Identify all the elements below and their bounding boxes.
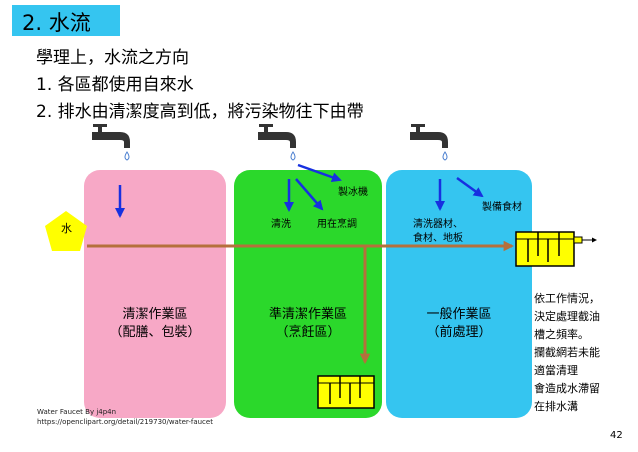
general-zone-sub: （前處理） [426, 325, 492, 340]
general-zone-name: 一般作業區 [426, 307, 492, 322]
clean-zone: 清潔作業區 （配膳、包裝） [84, 170, 226, 418]
grease-trap-icon [515, 231, 597, 267]
note-line: 依工作情況， [534, 292, 600, 305]
water-source-label: 水 [61, 222, 72, 235]
page-number: 42 [610, 430, 623, 441]
semi-clean-zone-sub: （烹飪區） [275, 325, 341, 340]
clean-zone-sub: （配膳、包裝） [109, 325, 201, 340]
water-drop-icon [124, 151, 130, 161]
water-drop-icon [442, 151, 448, 161]
note-line: 決定處理截油 [534, 310, 600, 323]
image-credit-line-2: https://openclipart.org/detail/219730/wa… [37, 418, 213, 426]
intro-line-1: 學理上，水流之方向 [36, 48, 189, 68]
wash-label: 清洗 [271, 219, 291, 230]
note-line: 攔截網若未能 [534, 346, 600, 359]
image-credit-line-1: Water Faucet By j4p4n [37, 408, 117, 416]
note-line: 槽之頻率。 [534, 328, 589, 341]
prep-food-label: 製備食材 [482, 202, 522, 213]
title-box: 2. 水流 [12, 5, 120, 36]
semi-clean-zone-name: 準清潔作業區 [268, 307, 347, 322]
wash-items-label-2: 食材、地板 [413, 233, 463, 244]
note-line: 在排水溝 [534, 400, 578, 413]
faucet-icon [258, 124, 296, 161]
water-arrow-prep [456, 176, 484, 198]
note-line: 適當清理 [534, 364, 578, 377]
faucet-icon [410, 124, 448, 161]
intro-line-3: 2. 排水由清潔度高到低，將污染物往下由帶 [36, 102, 364, 122]
intro-line-2: 1. 各區都使用自來水 [36, 75, 194, 95]
water-source-pentagon [45, 211, 87, 251]
grease-trap-icon [317, 375, 375, 409]
faucet-icon [92, 124, 130, 161]
water-drop-icon [290, 151, 296, 161]
clean-zone-name: 清潔作業區 [122, 307, 188, 322]
general-zone: 一般作業區 （前處理） [386, 170, 532, 418]
wash-items-label-1: 清洗器材、 [413, 219, 463, 230]
cooking-label: 用在烹調 [317, 219, 357, 230]
water-arrow-cooking [295, 178, 324, 211]
page-title: 2. 水流 [22, 11, 91, 35]
water-arrow-ice [297, 163, 342, 183]
maintenance-note: 依工作情況， 決定處理截油 槽之頻率。 攔截網若未能 適當清理 會造成水滯留 在… [534, 290, 600, 416]
note-line: 會造成水滯留 [534, 382, 600, 395]
ice-machine-label: 製冰機 [338, 187, 368, 198]
